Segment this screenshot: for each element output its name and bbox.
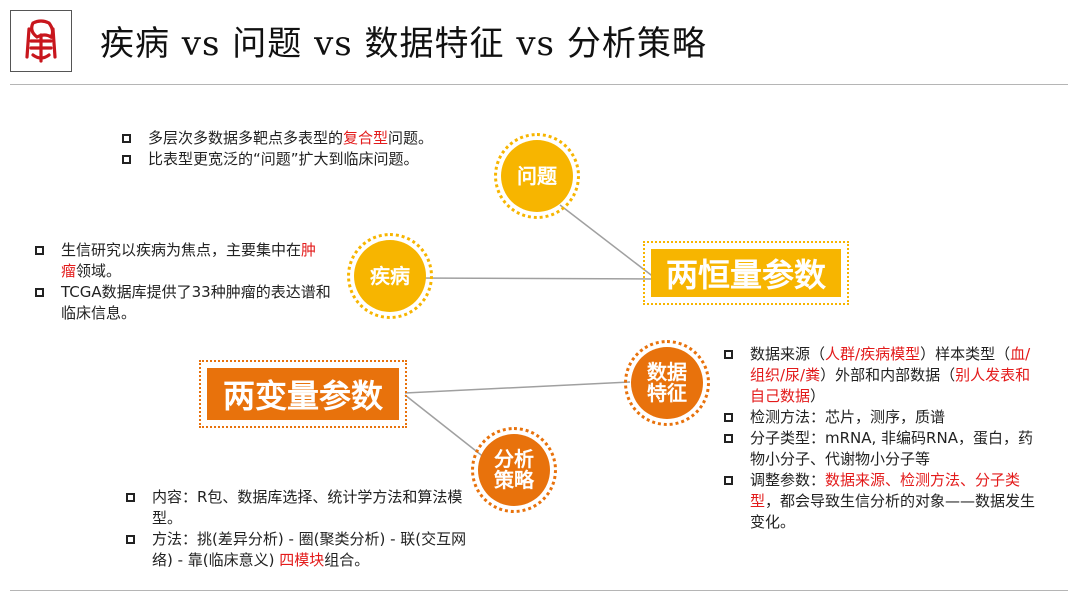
list-item: 生信研究以疾病为焦点，主要集中在肿瘤领域。 — [33, 240, 331, 282]
connector-variables-data — [404, 381, 631, 394]
list-item: 比表型更宽泛的“问题”扩大到临床问题。 — [120, 149, 500, 170]
circle-strategy-line1: 分析 — [494, 447, 534, 471]
header-divider — [10, 84, 1068, 85]
highlight-text: 四模块 — [279, 551, 325, 569]
circle-disease: 疾病 — [347, 233, 433, 319]
highlight-text: 肿瘤 — [61, 241, 317, 280]
connector-problem-constants — [559, 204, 656, 279]
variables-badge: 两变量参数 — [207, 368, 399, 420]
circle-data-features: 数据 特征 — [624, 340, 710, 426]
list-item: 分子类型：mRNA, 非编码RNA，蛋白，药物小分子、代谢物小分子等 — [722, 428, 1040, 470]
list-item: 方法：挑(差异分析) - 圈(聚类分析) - 联(交互网络) - 靠(临床意义)… — [124, 529, 476, 571]
constants-badge-label: 两恒量参数 — [665, 256, 826, 294]
list-item: 调整参数：数据来源、检测方法、分子类型，都会导致生信分析的对象——数据发生变化。 — [722, 470, 1040, 533]
seal-logo-icon — [10, 10, 72, 72]
data-feature-notes: 数据来源（人群/疾病模型）样本类型（血/组织/尿/粪）外部和内部数据（别人发表和… — [722, 344, 1040, 533]
highlight-text: 复合型 — [343, 129, 389, 147]
disease-notes: 生信研究以疾病为焦点，主要集中在肿瘤领域。 TCGA数据库提供了33种肿瘤的表达… — [33, 240, 331, 324]
circle-strategy-line2: 策略 — [494, 468, 534, 492]
highlight-text: 血/组织/尿/粪 — [750, 345, 1031, 384]
connector-disease-constants — [409, 277, 656, 280]
list-item: 内容：R包、数据库选择、统计学方法和算法模型。 — [124, 487, 476, 529]
circle-data-line1: 数据 — [647, 360, 687, 384]
variables-badge-label: 两变量参数 — [222, 377, 383, 415]
variables-badge-frame — [199, 360, 407, 428]
connector-variables-strategy — [404, 394, 491, 463]
problem-notes: 多层次多数据多靶点多表型的复合型问题。 比表型更宽泛的“问题”扩大到临床问题。 — [120, 128, 500, 170]
list-item: 检测方法：芯片，测序，质谱 — [722, 407, 1040, 428]
circle-analysis-strategy: 分析 策略 — [471, 427, 557, 513]
circle-data-line2: 特征 — [647, 381, 687, 405]
circle-problem-label: 问题 — [517, 163, 557, 188]
constants-badge: 两恒量参数 — [651, 249, 841, 297]
strategy-notes: 内容：R包、数据库选择、统计学方法和算法模型。 方法：挑(差异分析) - 圈(聚… — [124, 487, 476, 571]
highlight-text: 别人发表和自己数据 — [750, 366, 1031, 405]
page-title: 疾病 vs 问题 vs 数据特征 vs 分析策略 — [100, 24, 707, 64]
list-item: TCGA数据库提供了33种肿瘤的表达谱和临床信息。 — [33, 282, 331, 324]
circle-problem: 问题 — [494, 133, 580, 219]
constants-badge-frame — [643, 241, 849, 305]
highlight-text: 数据来源、检测方法、分子类型 — [750, 471, 1021, 510]
highlight-text: 人群/疾病模型 — [825, 345, 921, 363]
list-item: 数据来源（人群/疾病模型）样本类型（血/组织/尿/粪）外部和内部数据（别人发表和… — [722, 344, 1040, 407]
footer-divider — [10, 590, 1068, 591]
list-item: 多层次多数据多靶点多表型的复合型问题。 — [120, 128, 500, 149]
circle-disease-label: 疾病 — [370, 263, 410, 288]
